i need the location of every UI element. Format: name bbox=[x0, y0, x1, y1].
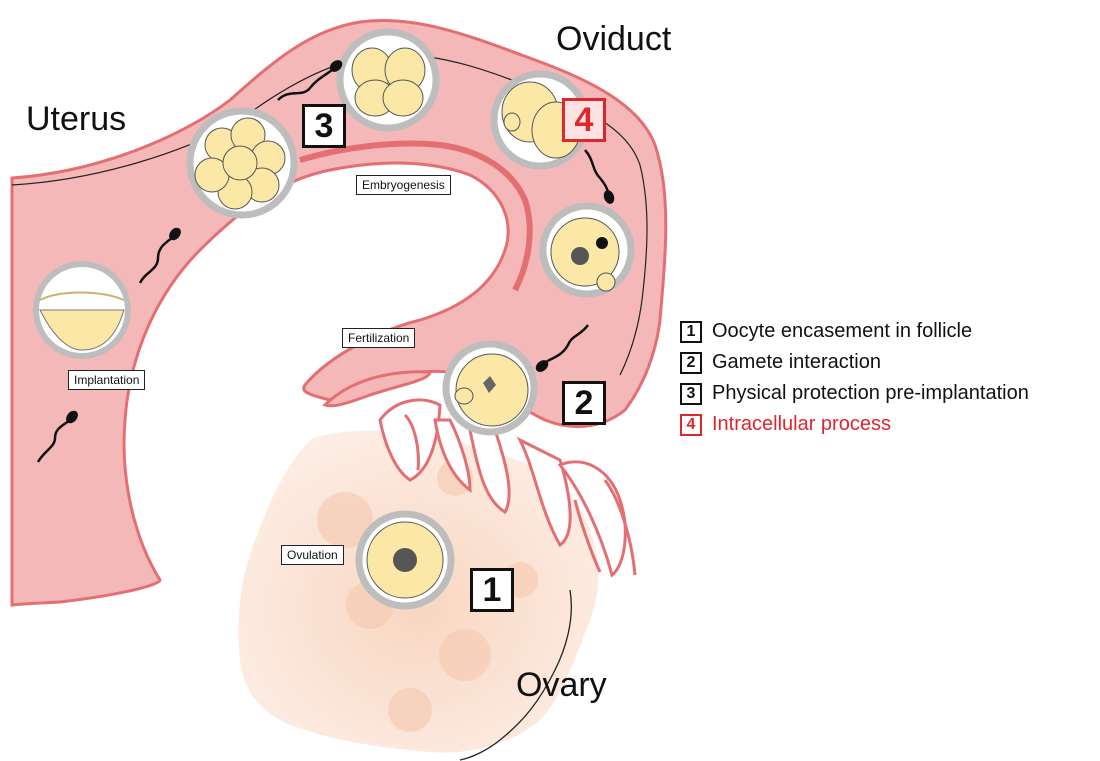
legend-item-1: 1 Oocyte encasement in follicle bbox=[680, 316, 1029, 347]
marker-3: 3 bbox=[302, 104, 346, 148]
legend-text-2: Gamete interaction bbox=[712, 351, 881, 374]
oocyte-fertilization bbox=[446, 344, 534, 432]
marker-1: 1 bbox=[470, 568, 514, 612]
oocyte-ovulation bbox=[359, 514, 451, 606]
uterus-label: Uterus bbox=[26, 100, 126, 139]
fertilization-label: Fertilization bbox=[342, 328, 415, 348]
implantation-label: Implantation bbox=[68, 370, 145, 390]
legend-item-2: 2 Gamete interaction bbox=[680, 347, 1029, 378]
legend-num-1: 1 bbox=[680, 321, 702, 343]
marker-2: 2 bbox=[562, 381, 606, 425]
legend-item-4: 4 Intracellular process bbox=[680, 409, 1029, 440]
ovary-label: Ovary bbox=[516, 666, 607, 705]
legend-num-2: 2 bbox=[680, 352, 702, 374]
legend-num-3: 3 bbox=[680, 383, 702, 405]
legend-text-3: Physical protection pre-implantation bbox=[712, 382, 1029, 405]
zygote bbox=[543, 206, 631, 294]
morula-8cell bbox=[190, 111, 294, 215]
embryo-4cell bbox=[340, 32, 436, 128]
oviduct-label: Oviduct bbox=[556, 20, 671, 59]
legend-item-3: 3 Physical protection pre-implantation bbox=[680, 378, 1029, 409]
embryogenesis-label: Embryogenesis bbox=[356, 175, 451, 195]
legend-text-4: Intracellular process bbox=[712, 413, 891, 436]
ovulation-label: Ovulation bbox=[281, 545, 344, 565]
legend: 1 Oocyte encasement in follicle 2 Gamete… bbox=[680, 316, 1029, 440]
marker-4: 4 bbox=[562, 98, 606, 142]
legend-text-1: Oocyte encasement in follicle bbox=[712, 320, 972, 343]
legend-num-4: 4 bbox=[680, 414, 702, 436]
blastocyst bbox=[36, 264, 128, 356]
